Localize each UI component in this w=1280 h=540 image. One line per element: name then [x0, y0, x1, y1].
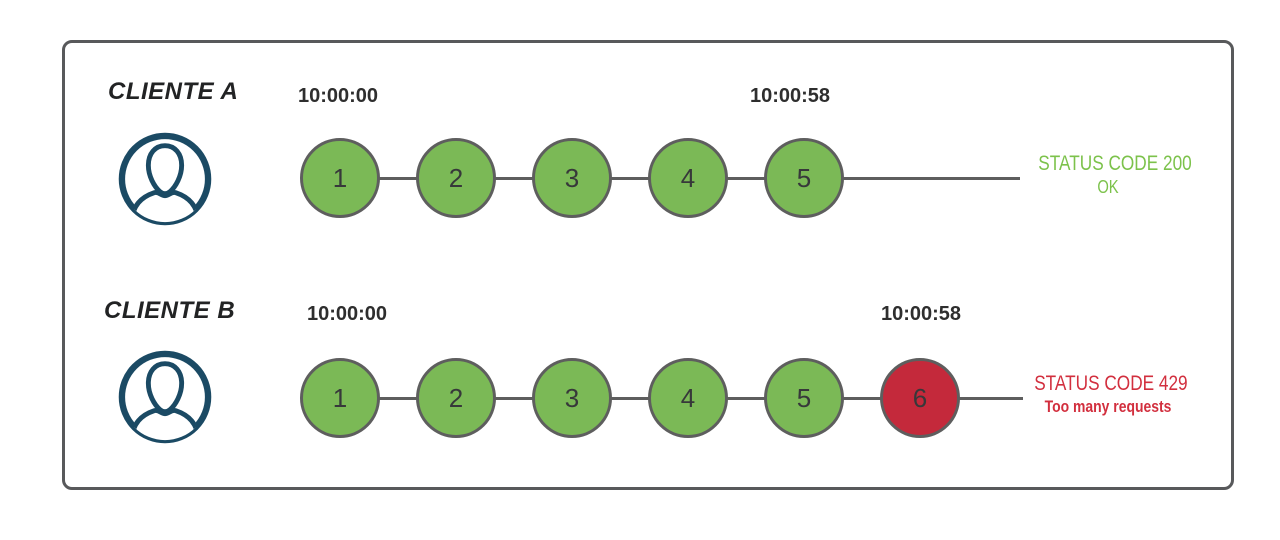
request-circle-ok: 1 [300, 358, 380, 438]
request-number: 3 [564, 162, 580, 193]
request-circle-ok: 2 [416, 358, 496, 438]
diagram-frame [62, 40, 1234, 490]
request-circle-ok: 4 [648, 138, 728, 218]
timestamp-end-b: 10:00:58 [880, 303, 962, 325]
status-message-a: STATUS CODE 200 OK [1038, 152, 1192, 197]
status-message-b: STATUS CODE 429 Too many requests [1034, 372, 1188, 417]
status-code-text-a: STATUS CODE 200 [1038, 152, 1192, 175]
request-circle-error: 6 [880, 358, 960, 438]
request-number: 1 [332, 382, 348, 413]
request-number: 5 [796, 162, 812, 193]
request-circle-ok: 4 [648, 358, 728, 438]
request-circle-ok: 3 [532, 138, 612, 218]
request-number: 1 [332, 162, 348, 193]
request-number: 5 [796, 382, 812, 413]
request-circle-ok: 5 [764, 358, 844, 438]
status-desc-text-a: OK [1097, 177, 1119, 197]
request-number: 6 [912, 382, 928, 413]
request-number: 3 [564, 382, 580, 413]
timestamp-start-b: 10:00:00 [306, 303, 388, 325]
request-sequence-a: 1 2 3 4 5 [300, 138, 844, 218]
client-a-label: CLIENTE A [108, 78, 239, 105]
request-number: 4 [680, 382, 696, 413]
status-code-text-b: STATUS CODE 429 [1034, 372, 1188, 395]
status-desc-text-b: Too many requests [1044, 397, 1172, 416]
request-number: 2 [448, 162, 464, 193]
request-circle-ok: 3 [532, 358, 612, 438]
request-circle-ok: 1 [300, 138, 380, 218]
request-number: 4 [680, 162, 696, 193]
timestamp-end-a: 10:00:58 [749, 85, 831, 107]
request-number: 2 [448, 382, 464, 413]
request-circle-ok: 5 [764, 138, 844, 218]
request-sequence-b: 1 2 3 4 5 6 [300, 358, 960, 438]
request-circle-ok: 2 [416, 138, 496, 218]
timestamp-start-a: 10:00:00 [297, 85, 379, 107]
user-avatar-icon [118, 132, 212, 226]
client-b-label: CLIENTE B [104, 297, 236, 324]
user-avatar-icon [118, 350, 212, 444]
